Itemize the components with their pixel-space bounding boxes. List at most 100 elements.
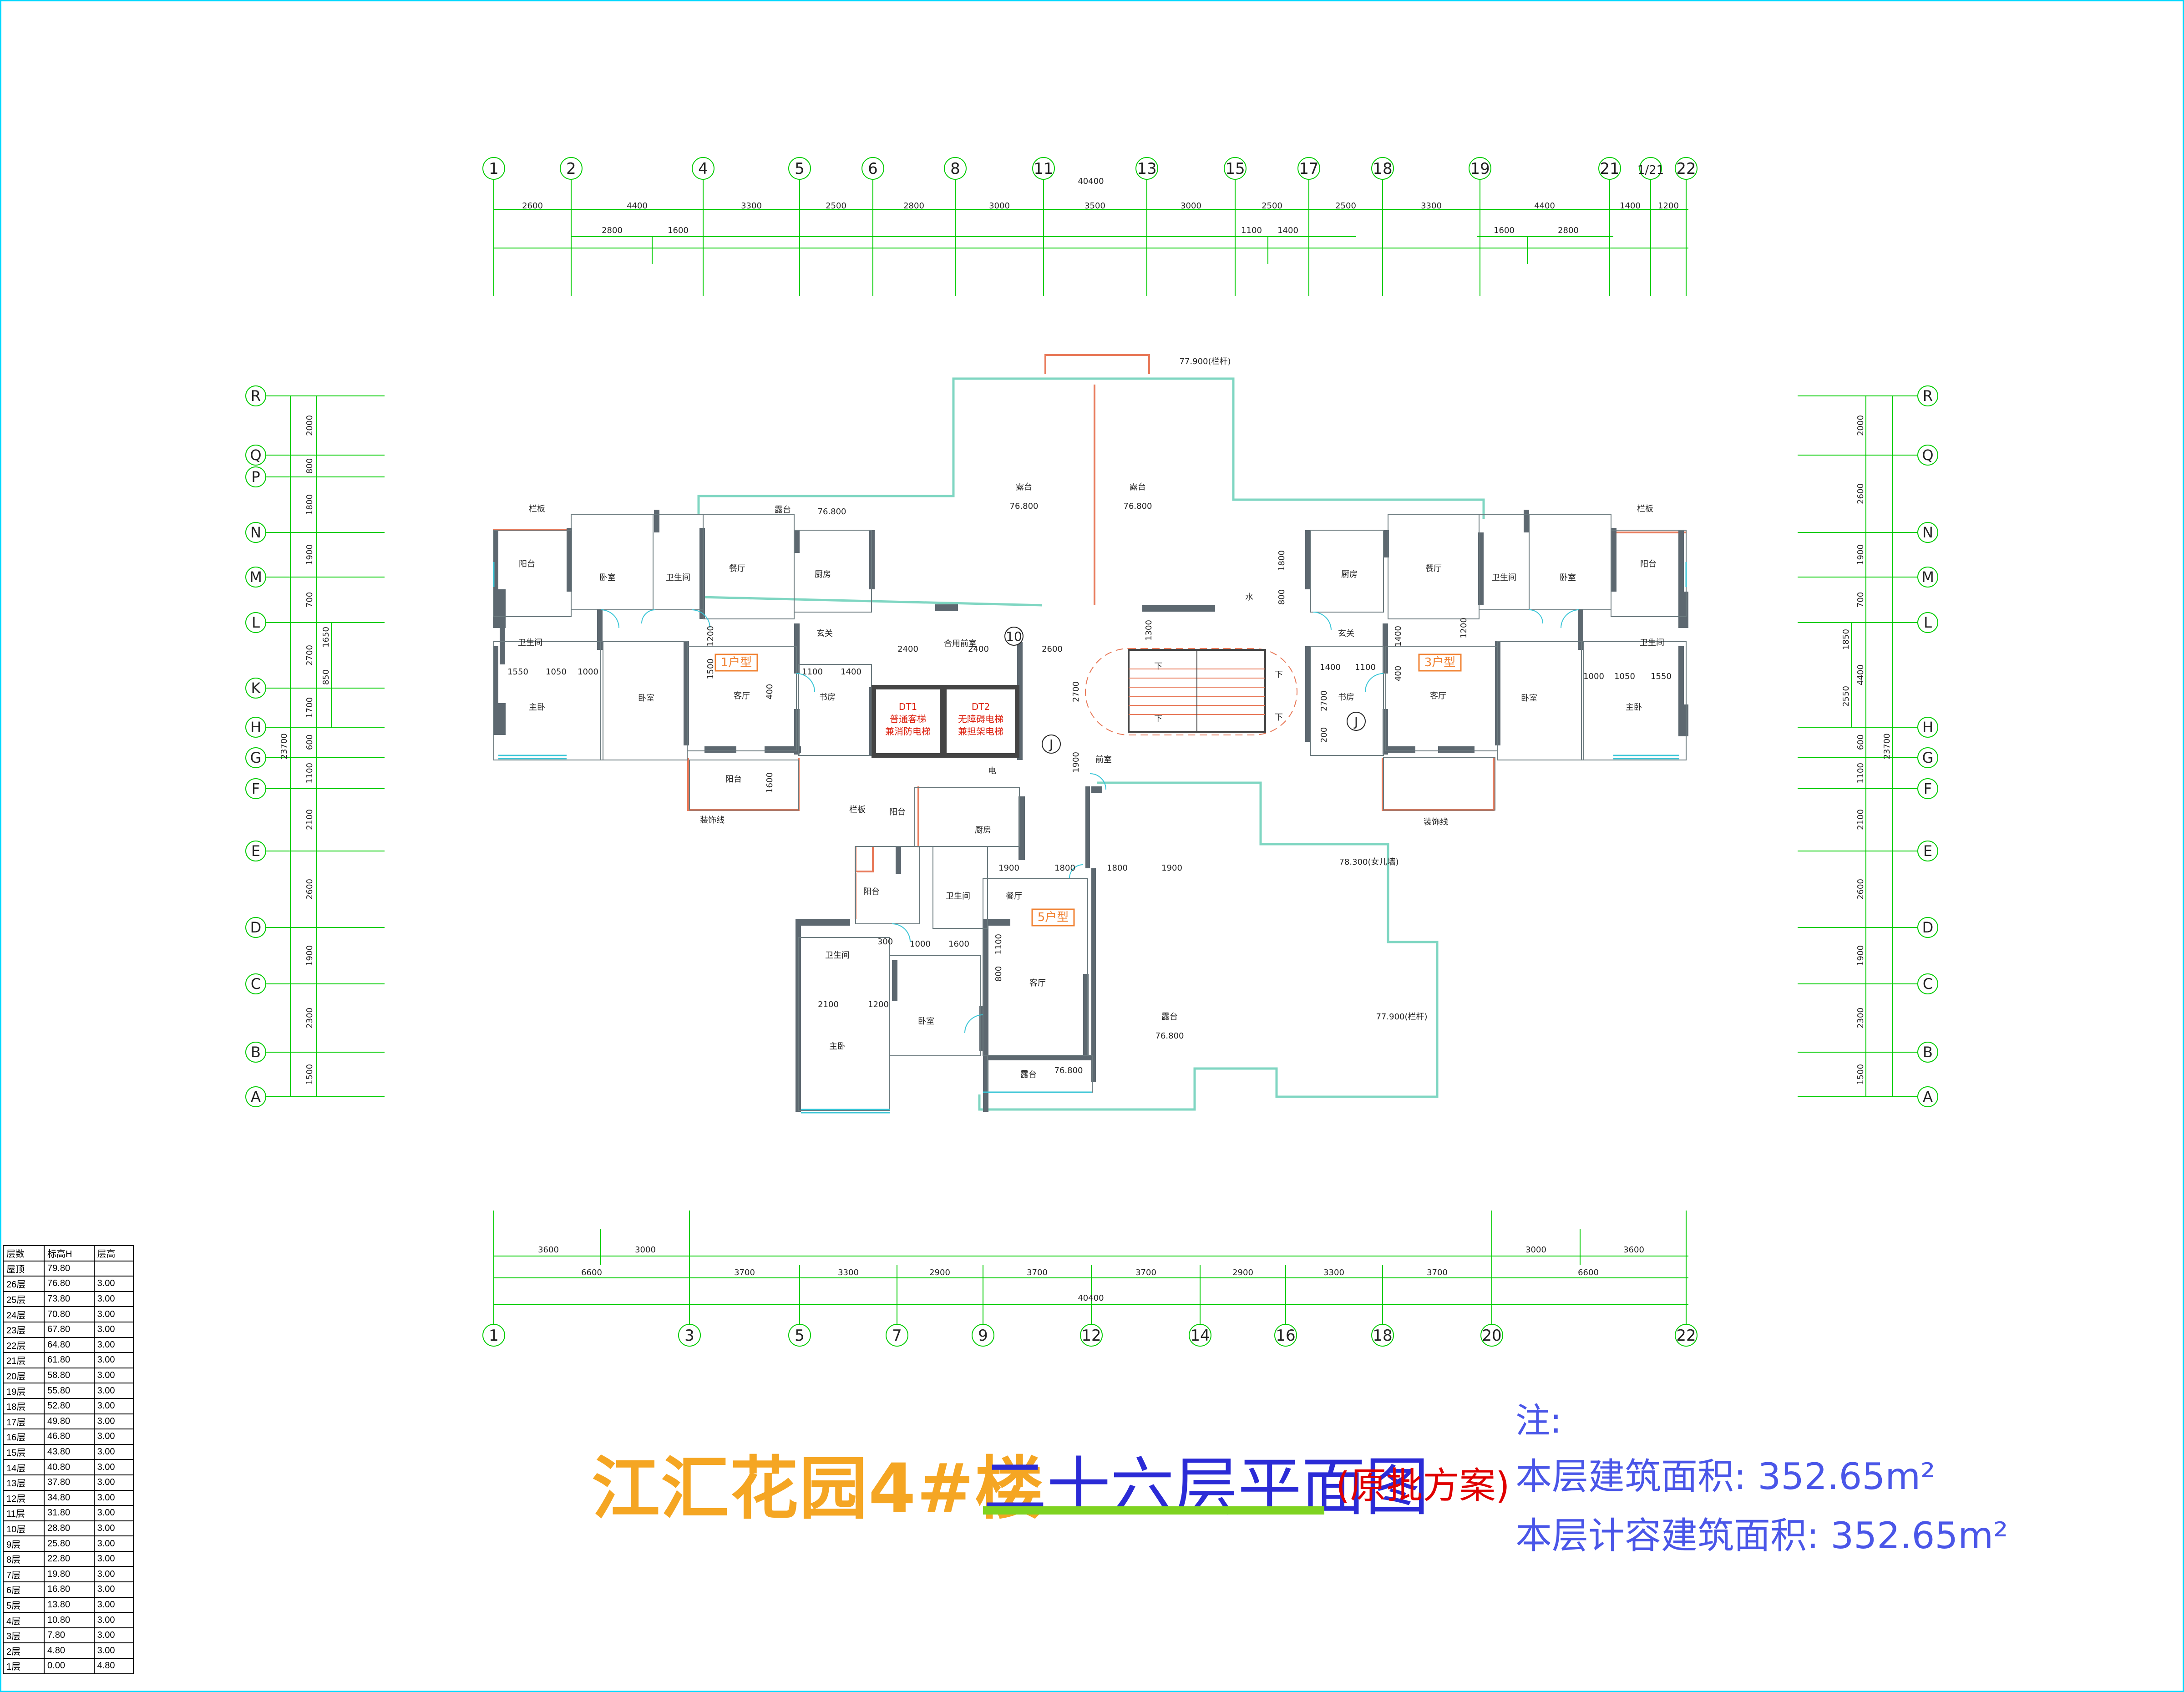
table-cell: 67.80 [44,1321,95,1338]
dim-label: 3300 [741,201,762,211]
elevator-dt2-line2: 兼担架电梯 [958,726,1003,737]
table-cell: 7.80 [44,1627,95,1644]
dim-label: 2000 [305,415,314,436]
table-cell: 55.80 [44,1383,95,1399]
table-cell: 3.00 [93,1444,134,1460]
table-cell: 10.80 [44,1612,95,1628]
top-axis-grid [494,209,1688,248]
dim-label: 700 [1856,592,1865,608]
dim-label: 2600 [1856,879,1865,900]
table-cell: 3.00 [93,1276,134,1292]
dim-label: 600 [1856,735,1865,750]
right-axis-label: Q [1922,446,1933,464]
table-cell: 40.80 [44,1459,95,1475]
dim-label: 2700 [1071,681,1081,702]
dim-label: 1100 [994,934,1003,955]
dim-label: 1200 [1658,201,1679,211]
dim-label: 1800 [1054,863,1075,873]
table-header: 层高 [93,1245,134,1261]
right-axis-grid [1798,395,1918,1097]
dim-label: 1400 [1320,663,1341,672]
dim-label: 3700 [1027,1268,1048,1277]
right-axis-label: B [1923,1044,1933,1061]
table-cell: 3.00 [93,1505,134,1521]
dim-label: 1500 [1856,1064,1865,1085]
left-axis-label: N [250,524,261,541]
elevation-label: 76.800 [1155,1031,1184,1041]
table-cell: 3.00 [93,1367,134,1384]
left-axis-bubbles [245,385,266,1107]
table-cell: 37.80 [44,1474,95,1491]
dim-label: 2550 [1841,686,1851,707]
table-cell: 3.00 [93,1474,134,1491]
left-axis-label: B [251,1044,261,1061]
bottom-axis-label: 3 [684,1327,694,1345]
right-axis-label: N [1922,524,1933,541]
dim-label: 800 [994,966,1003,982]
room-label: 玄关 [816,629,833,638]
dim-label: 1600 [668,226,689,235]
table-cell: 3.00 [93,1429,134,1445]
bottom-axis-label: 1 [489,1327,499,1345]
elevator-dt1-line1: 普通客梯 [890,714,926,724]
table-cell: 3.00 [93,1550,134,1567]
right-axis-label: F [1924,780,1932,797]
room-label: 阳台 [519,559,535,569]
dim-bottom-total: 40400 [1078,1293,1104,1303]
top-axis-label: 1 [489,160,499,178]
table-cell: 19.80 [44,1566,95,1583]
room-label: 栏板 [849,805,866,815]
room-label: 栏板 [529,504,545,514]
table-cell: 49.80 [44,1413,95,1430]
stair-label: 下 [1275,670,1283,679]
table-cell: 3层 [2,1627,45,1644]
room-label: 主卧 [529,703,545,712]
table-cell: 43.80 [44,1444,95,1460]
dim-label: 6600 [581,1268,602,1277]
dim-label: 2600 [522,201,543,211]
notes-label: 注: [1515,1400,1562,1441]
table-cell: 58.80 [44,1367,95,1384]
room-label: 卫生间 [666,573,690,583]
bottom-axis-label: 22 [1676,1327,1696,1345]
dim-label: 3000 [635,1245,656,1255]
room-label: 阳台 [889,807,906,817]
bottom-axis-label: 16 [1276,1327,1295,1345]
room-label: 合用前室 [944,639,977,648]
table-cell: 11层 [2,1505,45,1521]
unit-tags: 1户型 3户型 5户型 [714,653,1462,927]
left-axis-label: R [251,387,261,405]
elevation-label: 76.800 [818,507,846,517]
room-label: 卧室 [1521,694,1537,703]
right-axis-label: L [1924,614,1932,631]
dim-label: 2600 [305,879,314,900]
unit-tag-3: 3户型 [1424,656,1456,669]
table-cell: 26层 [2,1276,45,1292]
room-label: 阳台 [1640,559,1657,569]
table-cell: 6层 [2,1581,45,1598]
room-label: 装饰线 [1424,817,1448,827]
top-axis-label: 19 [1470,160,1490,178]
left-axis-label: K [251,679,261,697]
table-cell: 8层 [2,1550,45,1567]
left-axis-label: C [251,975,261,993]
table-cell: 73.80 [44,1291,95,1307]
table-cell: 3.00 [93,1535,134,1552]
table-cell: 0.00 [44,1658,95,1674]
left-axis-label: P [251,468,260,486]
dim-label: 1900 [305,544,314,565]
bottom-axis-label: 12 [1081,1327,1101,1345]
room-label: 卫生间 [825,951,850,960]
room-label: 餐厅 [1006,892,1022,901]
left-axis-label: G [250,749,262,766]
elevator-dt2-id: DT2 [972,701,990,712]
table-cell: 3.00 [93,1612,134,1628]
table-header-row: 层数 标高H 层高 [2,1245,134,1261]
